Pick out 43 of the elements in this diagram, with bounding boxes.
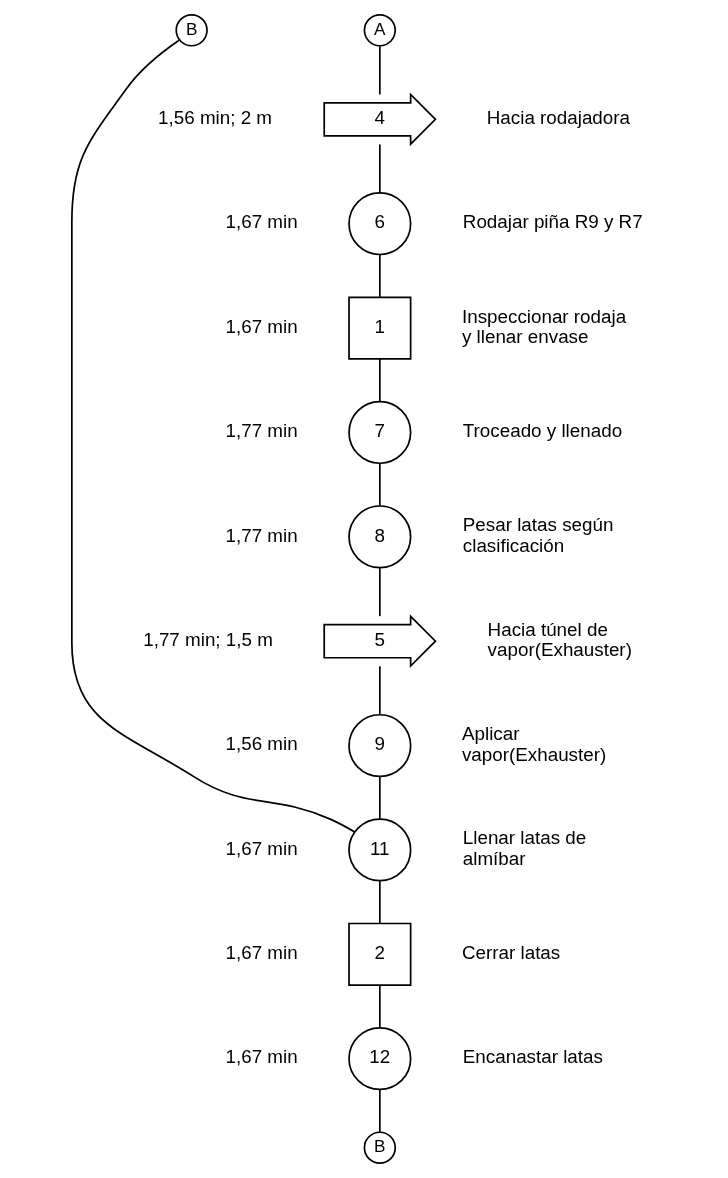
connector [378,566,381,617]
node-box: 1 [348,296,412,360]
connector [378,1088,381,1133]
node-label: 1,77 min [225,524,298,546]
node-label: Llenar latas de almíbar [462,827,587,869]
node-label: 1,77 min [225,420,298,442]
node-label: Hacia túnel de vapor(Exhauster) [487,618,632,661]
node-label: 1,67 min [225,942,298,964]
node-label: Aplicar vapor(Exhauster) [461,723,607,765]
node-label: Encanastar latas [462,1046,603,1068]
node-label: Pesar latas según clasificación [462,514,614,556]
connector [378,880,381,924]
node-label: 1,67 min [225,315,298,337]
node-circle: A [363,14,397,47]
connector [378,358,381,403]
connector [71,39,356,833]
node-label: Cerrar latas [461,942,561,964]
connector [378,462,381,507]
node-label: 1,67 min [225,837,298,859]
node-circle: 11 [348,818,412,882]
node-circle: B [363,1131,397,1164]
node-label: 1,77 min; 1,5 m [143,628,273,650]
connector [378,665,381,715]
node-box: 2 [348,922,412,986]
node-label: 1,56 min [225,733,298,755]
node-circle: 6 [348,192,412,256]
node-label: Rodajar piña R9 y R7 [462,211,643,233]
node-circle: 7 [348,400,412,465]
node-label: Hacia rodajadora [486,107,631,129]
node-circle: 8 [348,505,412,569]
node-circle: 9 [348,713,412,778]
node-circle: 12 [348,1027,412,1091]
connector [378,253,381,298]
node-label: Troceado y llenado [462,420,623,442]
connector [378,143,381,194]
node-label: 1,67 min [225,1046,298,1068]
connector [378,984,381,1029]
node-circle: B [175,14,208,47]
connector [378,775,381,820]
node-label: 1,67 min [225,211,298,233]
node-label: 1,56 min; 2 m [158,107,273,129]
connector [378,45,381,96]
node-label: Inspeccionar rodaja y llenar envase [461,305,627,348]
